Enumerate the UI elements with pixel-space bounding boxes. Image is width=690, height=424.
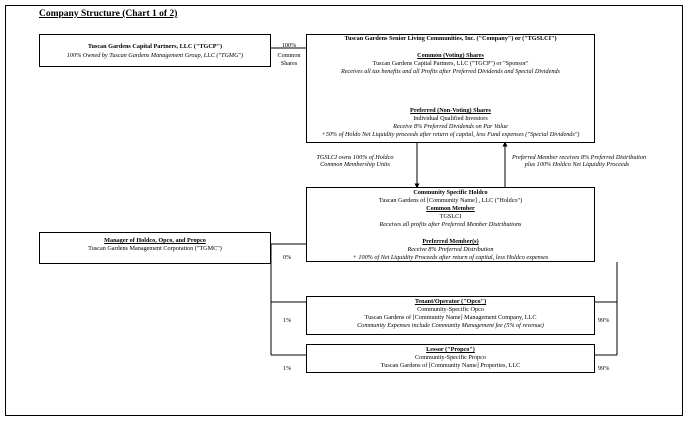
common-shares-holder: Tuscan Gardens Capital Partners, LLC ("T… xyxy=(372,60,529,67)
tgcp-percent: 100% xyxy=(281,42,297,49)
tgcp-name: Tuscan Gardens Capital Partners, LLC ("T… xyxy=(87,43,223,50)
opco-left-percent: 1% xyxy=(283,317,292,324)
arrow-left-line-2: Common Membership Units xyxy=(320,161,390,168)
arrow-right-line-1: Preferred Member receives 8% Preferred D… xyxy=(512,154,647,161)
holdco-common-heading: Common Member xyxy=(426,205,475,212)
holdco-heading: Community Specific Holdco xyxy=(413,189,488,196)
holdco-preferred-description-1: Receive 8% Preferred Distribution xyxy=(407,246,494,253)
propco-box: Lessor ("Propco") Community-Specific Pro… xyxy=(306,344,595,373)
propco-right-percent: 99% xyxy=(598,365,610,372)
holdco-common-description: Receives all profits after Preferred Mem… xyxy=(379,221,522,228)
preferred-shares-holder: Individual Qualified Investors xyxy=(413,115,488,122)
tgcp-shares-label: Shares xyxy=(280,60,298,67)
preferred-shares-description-2: +50% of Holdo Net Liquidity proceeds aft… xyxy=(321,131,580,138)
opco-line-3: Community Expenses include Community Man… xyxy=(357,322,544,329)
manager-heading: Manager of Holdco, Opco, and Propco xyxy=(104,237,206,244)
opco-box: Tenant/Operator ("Opco") Community-Speci… xyxy=(306,296,595,335)
holdco-common-name: TGSLCI xyxy=(439,213,462,220)
propco-line-1: Community-Specific Propco xyxy=(415,354,486,361)
holdco-preferred-heading: Preferred Member(s) xyxy=(422,238,479,245)
preferred-shares-heading: Preferred (Non-Voting) Shares xyxy=(410,107,491,114)
company-box: Tuscan Gardens Senior Living Communities… xyxy=(306,34,595,143)
holdco-preferred-description-2: + 100% of Net Liquidity Proceeds after r… xyxy=(352,254,549,261)
tgcp-ownership: 100% Owned by Tuscan Gardens Management … xyxy=(66,52,244,59)
preferred-shares-description-1: Receive 8% Preferred Dividends on Par Va… xyxy=(393,123,508,130)
opco-right-percent: 99% xyxy=(598,317,610,324)
company-name: Tuscan Gardens Senior Living Communities… xyxy=(344,35,557,42)
manager-box: Manager of Holdco, Opco, and Propco Tusc… xyxy=(39,232,271,264)
holdco-box: Community Specific Holdco Tuscan Gardens… xyxy=(306,187,595,262)
common-shares-heading: Common (Voting) Shares xyxy=(417,52,484,59)
common-shares-description: Receives all tax benefits and all Profit… xyxy=(341,68,560,75)
propco-left-percent: 1% xyxy=(283,365,292,372)
opco-line-1: Community-Specific Opco xyxy=(417,306,484,313)
tgcp-box: Tuscan Gardens Capital Partners, LLC ("T… xyxy=(39,34,271,67)
holdco-name: Tuscan Gardens of [Community Name] , LLC… xyxy=(378,197,523,204)
arrow-right-line-2: plus 100% Holdco Net Liquidity Proceeds xyxy=(524,161,630,168)
manager-holdco-percent: 0% xyxy=(283,254,292,261)
chart-title: Company Structure (Chart 1 of 2) xyxy=(39,9,178,19)
manager-name: Tuscan Gardens Management Corporation ("… xyxy=(88,245,222,252)
propco-heading: Lessor ("Propco") xyxy=(426,346,475,353)
opco-line-2: Tuscan Gardens of [Community Name] Manag… xyxy=(364,314,537,321)
tgcp-common-label: Common xyxy=(277,52,301,59)
page-frame xyxy=(5,5,683,416)
opco-heading: Tenant/Operator ("Opco") xyxy=(414,298,487,305)
propco-line-2: Tuscan Gardens of [Community Name] Prope… xyxy=(380,362,521,369)
arrow-left-line-1: TGSLCI owns 100% of Holdco xyxy=(316,154,394,161)
